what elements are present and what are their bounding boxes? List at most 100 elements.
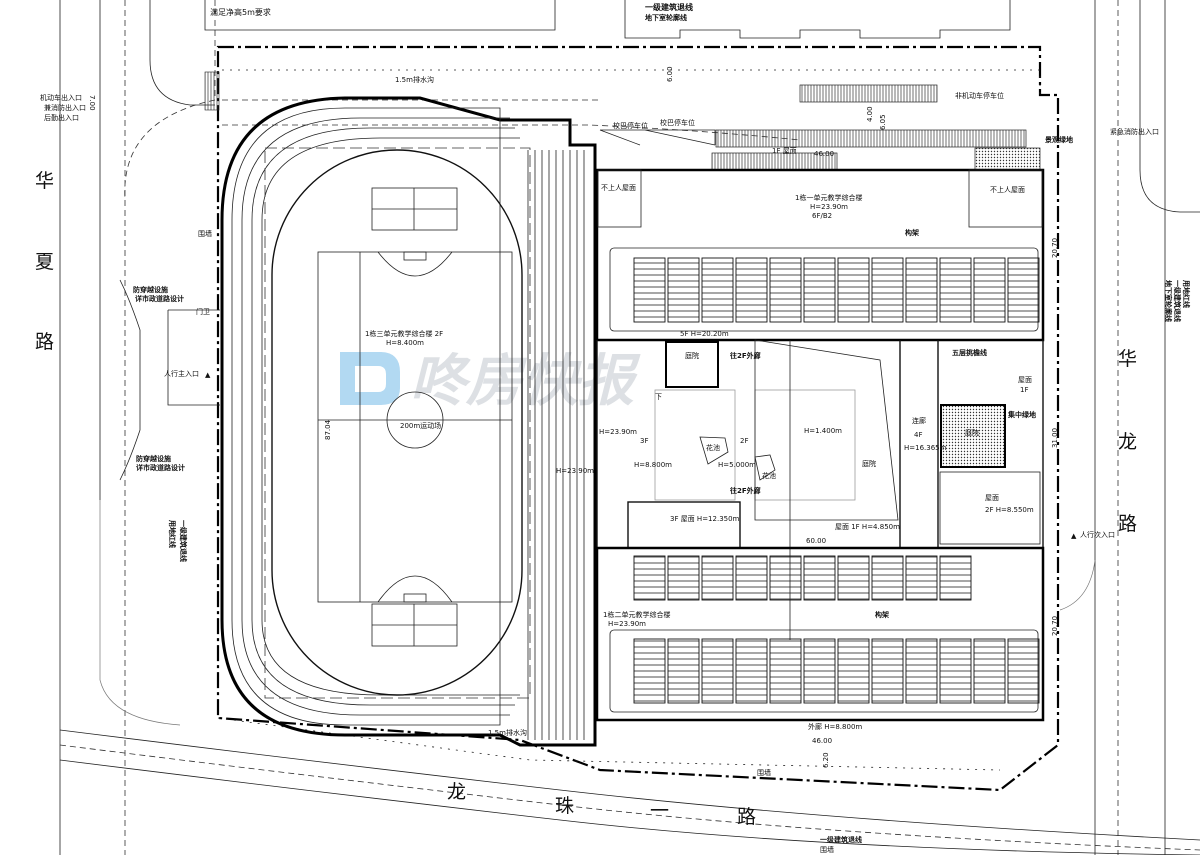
louver-panel [803, 555, 836, 601]
svg-text:华: 华 [35, 170, 54, 192]
north-parking [599, 84, 1041, 171]
level5-label: 5F H=20.20m [680, 330, 729, 338]
south-dim-46: 46.00 [812, 737, 832, 745]
south-dim-620: 6.20 [822, 752, 830, 768]
louver-panel [667, 257, 700, 323]
west-redline: 用地红线 [168, 520, 177, 548]
south-frame-label: 构架 [875, 610, 889, 619]
road-name-south: 龙 珠 一 路 [447, 781, 756, 828]
to-2f-top: 往2F外廊 [730, 351, 761, 360]
running-track [220, 96, 597, 747]
svg-text:珠: 珠 [555, 795, 574, 817]
planter-1: 花池 [706, 443, 720, 452]
watermark-logo-icon [340, 352, 400, 405]
courtyard-1: 庭院 [685, 351, 699, 360]
roof-left-label: 不上人屋面 [601, 183, 636, 192]
entry-width: 7.00 [88, 95, 96, 111]
south-building-name: 1栋二单元教学综合楼 [603, 610, 670, 619]
louver-panel [905, 257, 938, 323]
main-entry-arrow-icon: ▲ [205, 371, 211, 379]
louver-panel [871, 257, 904, 323]
anti-cross-1a: 防穿越设施 [133, 285, 168, 294]
eave-label: 五层挑檐线 [952, 348, 987, 357]
louver-panel [735, 257, 768, 323]
south-building-height: H=23.90m [608, 620, 646, 628]
guard-label: 门卫 [196, 307, 210, 316]
green-area-label: 集中绿地 [1007, 410, 1036, 419]
setback-label-top: 一级建筑退线 [645, 2, 693, 12]
badminton-court-south [371, 603, 458, 647]
stage-height: H=1.400m [804, 427, 842, 435]
basement-label-top: 地下室轮廓线 [645, 13, 687, 22]
north-building [595, 168, 1045, 342]
louver-panel [701, 555, 734, 601]
dim-60: 60.00 [806, 537, 826, 545]
wing-2f-height: H=5.000m [718, 461, 756, 469]
north-frame-label: 构架 [905, 228, 919, 237]
fence-line [217, 69, 1041, 771]
east-line-1: 地下室轮廓线 [1164, 280, 1173, 322]
gate [204, 71, 220, 111]
svg-text:华: 华 [1118, 348, 1137, 370]
corridor-floor: 4F [914, 431, 922, 439]
north-building-floors: 6F/B2 [812, 212, 832, 220]
east-line-3: 用地红线 [1182, 280, 1191, 308]
roads [59, 0, 1200, 855]
green-label: 景观绿地 [1044, 135, 1073, 144]
wing-3f-height: H=8.800m [634, 461, 672, 469]
dim-600: 6.00 [666, 66, 674, 82]
louver-panel [735, 638, 768, 704]
south-wall-label: 围墙 [757, 768, 771, 777]
pedestrian-plaza [167, 309, 220, 406]
louver-panel [871, 555, 904, 601]
down-mark: 下 [655, 393, 662, 401]
louver-panel [633, 638, 666, 704]
louver-panel [633, 257, 666, 323]
dim-400: 4.00 [866, 106, 874, 122]
dim-605: 6.05 [879, 114, 887, 130]
louver-panel [803, 638, 836, 704]
middle-courtyards [596, 339, 1044, 640]
dim-31: 31.00 [1051, 428, 1059, 448]
roof-2f-label: 屋面 [985, 494, 999, 502]
main-entry-label: 人行主入口 [164, 369, 199, 378]
louver-panel [1007, 638, 1040, 704]
svg-text:路: 路 [35, 331, 54, 353]
louver-panel [769, 555, 802, 601]
south-dim-right: 20.70 [1051, 616, 1059, 636]
dim-46-top: 46.00 [814, 150, 834, 158]
south-wall: 围墙 [820, 845, 834, 854]
bus-parking-1: 校巴停车位 [613, 121, 648, 130]
to-2f-bottom: 往2F外廊 [730, 486, 761, 495]
louver-panel [939, 638, 972, 704]
emergency-entry-label: 紧急消防出入口 [1110, 127, 1159, 136]
corridor-height: H=16.365m [904, 444, 947, 452]
louver-panel [837, 555, 870, 601]
louver-panel [871, 638, 904, 704]
wing-2f: 2F [740, 437, 748, 445]
roof-right-label: 不上人屋面 [990, 185, 1025, 194]
svg-text:龙: 龙 [1118, 431, 1137, 453]
planter-2: 花池 [762, 471, 776, 480]
track-label: 200m运动场 [400, 421, 441, 430]
west-height: H=23.90m [599, 428, 637, 436]
road-name-west: 华 夏 路 [35, 170, 54, 353]
side-entry-label: 人行次入口 [1080, 530, 1115, 539]
east-line-2: 一级建筑退线 [1173, 280, 1182, 322]
louver-panel [973, 638, 1006, 704]
top-note: 满足净高5m要求 [210, 7, 271, 17]
louver-panel [701, 638, 734, 704]
track-height: H=23.90m [556, 467, 594, 475]
road-name-east: 华 龙 路 [1118, 348, 1137, 535]
roof-1f-right-floor: 1F [1020, 386, 1028, 394]
louver-panel [667, 638, 700, 704]
louver-panel [905, 555, 938, 601]
louver-panel [803, 257, 836, 323]
south-setback-label: 一级建筑退线 [820, 835, 862, 844]
vehicle-entry-label: 机动车出入口 [40, 93, 82, 102]
roof-2f-height: 2F H=8.550m [985, 506, 1034, 514]
football-field [317, 251, 513, 603]
corridor-label: 连廊 [912, 416, 926, 425]
louver-panel [905, 638, 938, 704]
